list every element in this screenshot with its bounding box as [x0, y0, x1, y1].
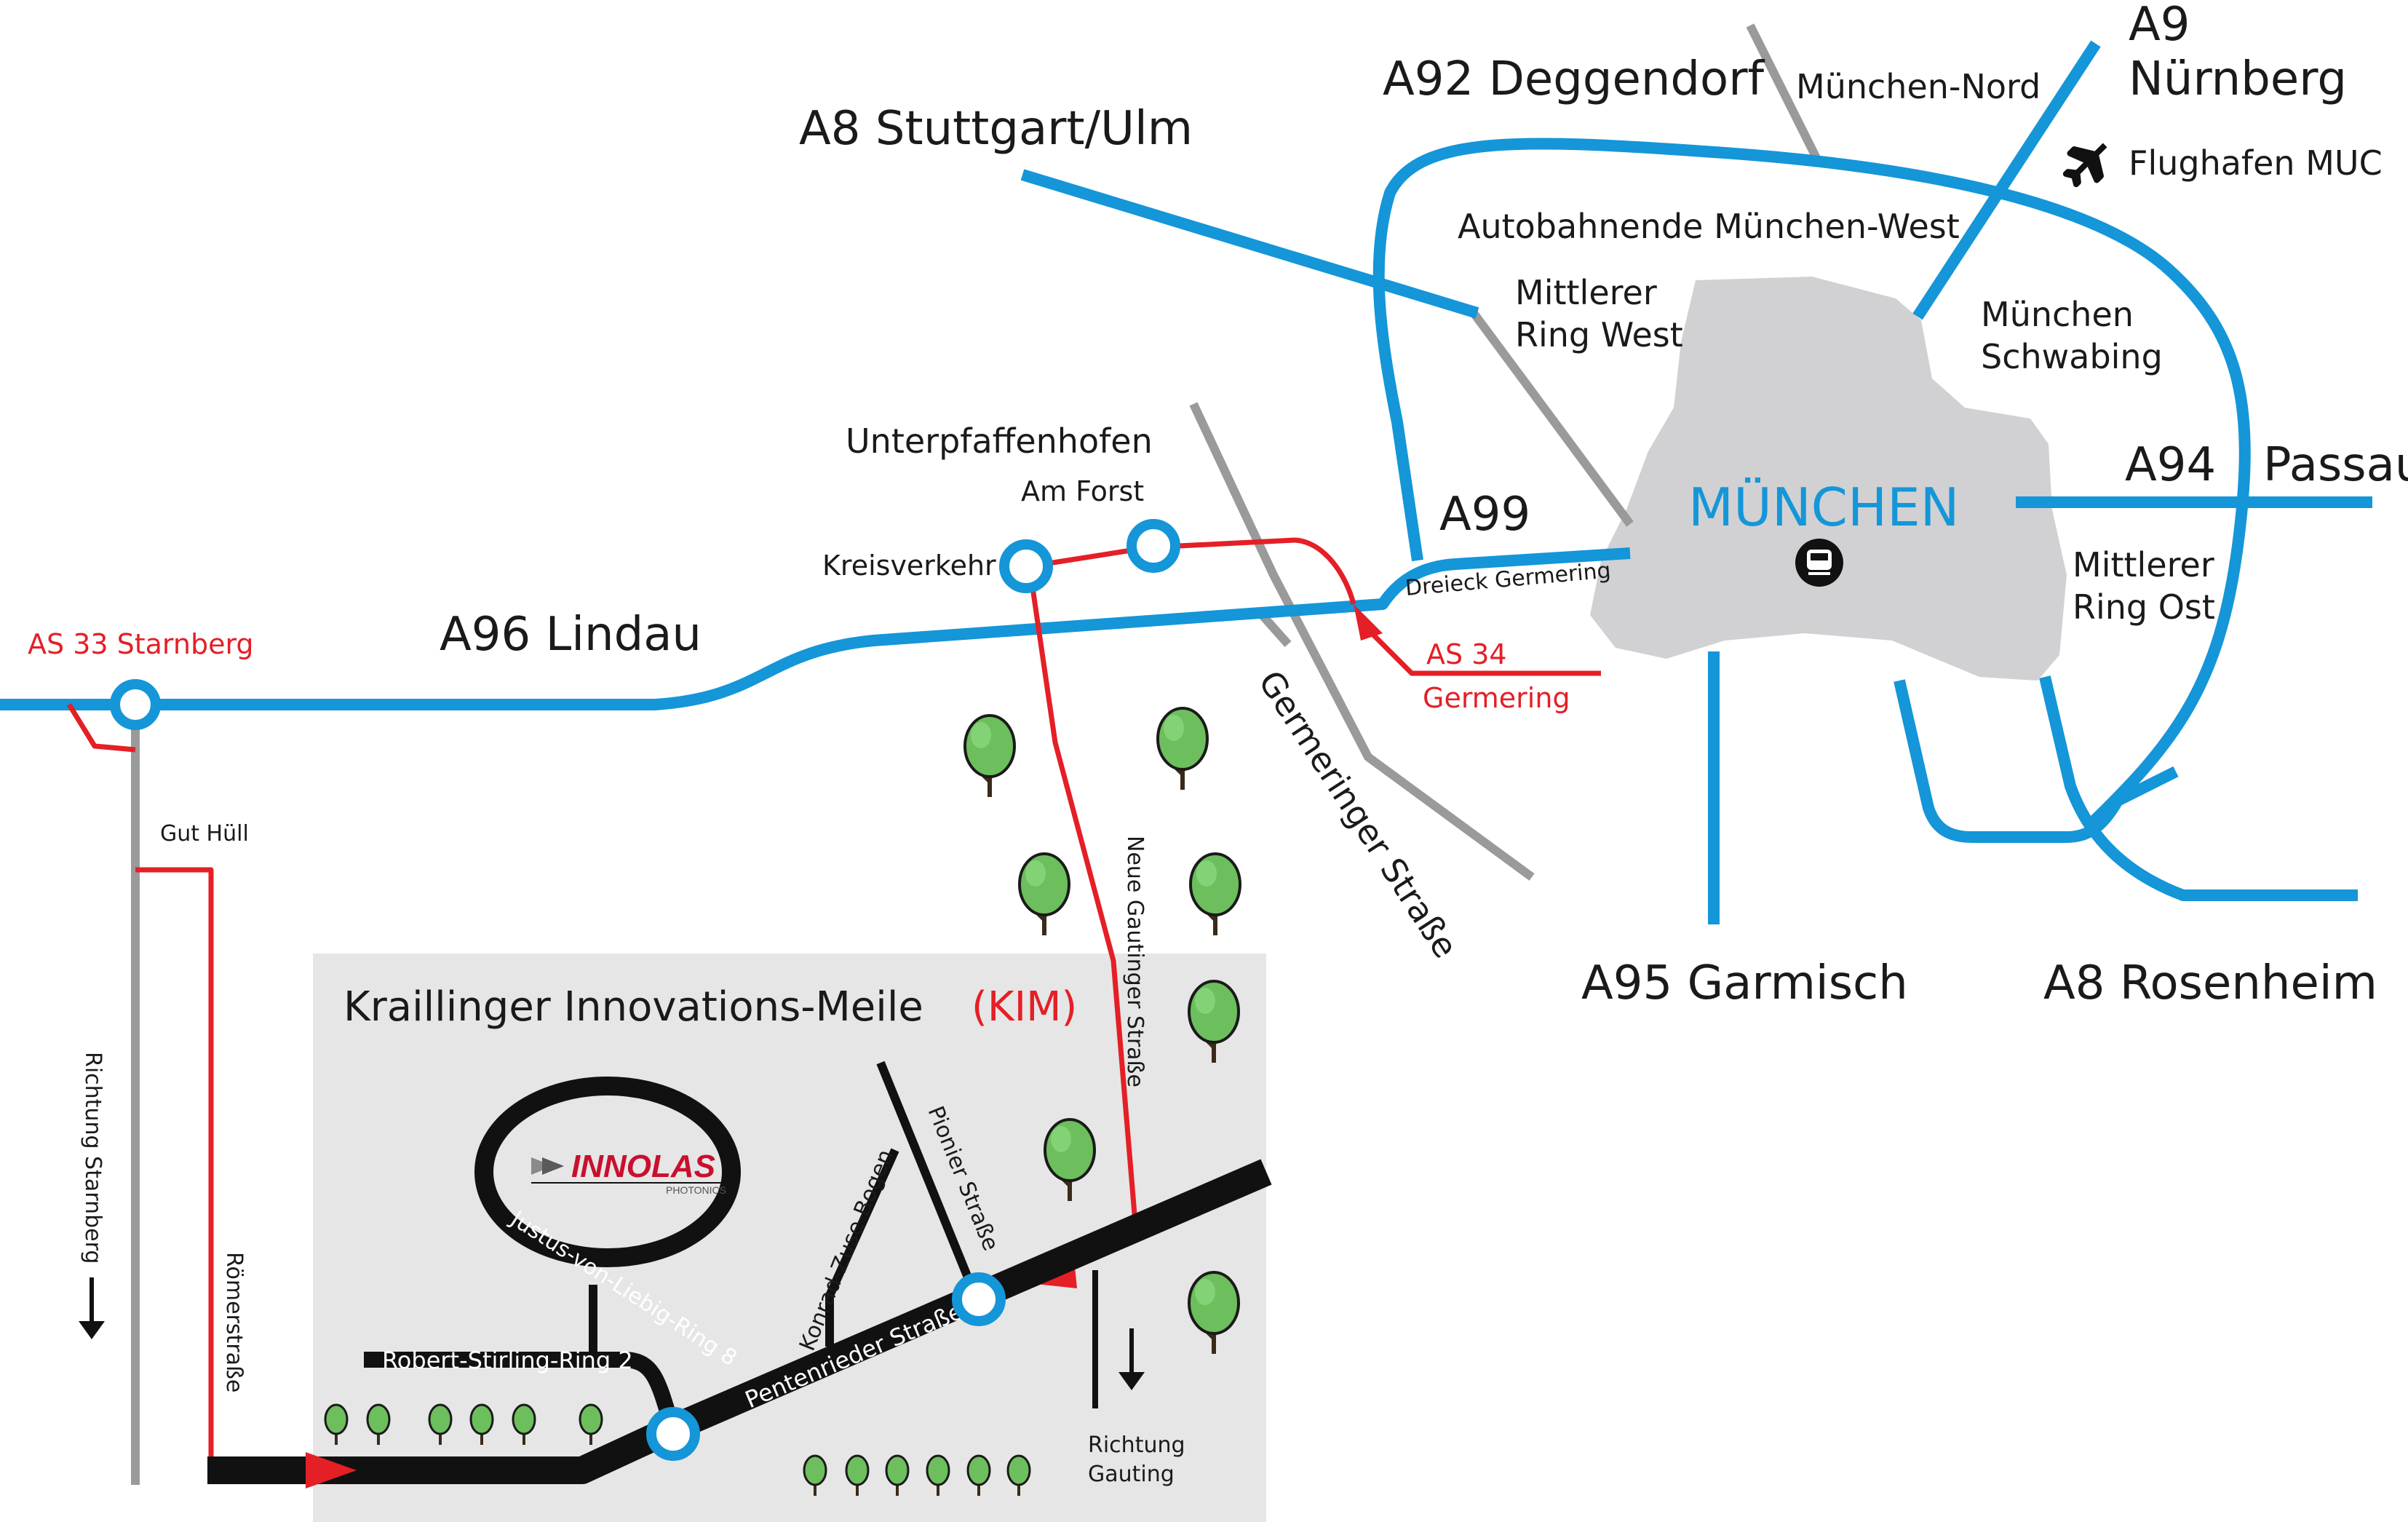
richtung-gauting-label-2: Gauting	[1088, 1462, 1175, 1487]
as34-label: AS 34	[1426, 638, 1507, 670]
a8-west-label: A8 Stuttgart/Ulm	[799, 102, 1193, 156]
roemer-label: Römerstraße	[221, 1252, 247, 1392]
gut-hull-label: Gut Hüll	[160, 821, 249, 847]
flughafen-label: Flughafen MUC	[2129, 143, 2383, 183]
a8-east-line	[1894, 679, 2179, 843]
am-forst-label: Am Forst	[1021, 475, 1144, 507]
robert-stirling-label: Robert-Stirling-Ring 2	[382, 1347, 633, 1374]
as34-label-b: Germering	[1423, 682, 1570, 714]
muenchen-nord-label: München-Nord	[1796, 67, 2041, 106]
kim-title-abbr: (KIM)	[971, 983, 1077, 1031]
a94-dest-label: Passau	[2263, 438, 2408, 492]
route-entry-arrow-icon	[306, 1452, 357, 1489]
muenchen-city-area	[1590, 277, 2067, 681]
a94-label: A94	[2125, 438, 2216, 492]
a8-east-label: A8 Rosenheim	[2043, 956, 2377, 1010]
as33-interchange	[110, 679, 161, 730]
city-label: MÜNCHEN	[1688, 477, 1959, 538]
schwabing-label-2: Schwabing	[1981, 337, 2163, 376]
mittlerer-ring-west-label-2: Ring West	[1515, 315, 1683, 354]
richtung-starnberg-arrow-icon	[79, 1277, 105, 1339]
minor-roads	[131, 23, 1824, 1485]
richtung-gauting-arrow-icon	[1118, 1328, 1145, 1390]
autobahnende-label: Autobahnende München-West	[1458, 207, 1960, 246]
logo-brand: INNOLAS	[571, 1149, 715, 1184]
a9-dest-label: Nürnberg	[2129, 52, 2347, 106]
schwabing-label-1: München	[1981, 295, 2134, 334]
highways-network	[0, 40, 2372, 924]
airplane-icon	[2062, 143, 2107, 188]
unterpfaffenhofen-label: Unterpfaffenhofen	[846, 421, 1153, 461]
kim-title: Kraillinger Innovations-Meile	[343, 983, 923, 1031]
main-roundabout	[646, 1407, 700, 1461]
neue-gautinger-label: Neue Gautinger Straße	[1122, 836, 1148, 1087]
train-station-icon	[1795, 539, 1843, 587]
am-forst-roundabout	[1126, 519, 1180, 573]
innolas-logo: INNOLAS PHOTONICS	[531, 1149, 726, 1196]
a99-label: A99	[1439, 488, 1530, 542]
mittlerer-ring-west-label-1: Mittlerer	[1515, 273, 1657, 312]
a95-label: A95 Garmisch	[1581, 956, 1908, 1010]
kreisverkehr-label: Kreisverkehr	[822, 550, 996, 582]
mittlerer-ring-ost-label-1: Mittlerer	[2073, 545, 2214, 584]
interchange-markers	[110, 519, 1180, 1461]
as33-label: AS 33 Starnberg	[28, 628, 254, 660]
justus-ring-road	[474, 1077, 741, 1267]
a96-label: A96 Lindau	[440, 608, 702, 662]
mittlerer-ring-ost-label-2: Ring Ost	[2073, 587, 2215, 627]
kreisverkehr-roundabout	[999, 539, 1053, 593]
logo-sub: PHOTONICS	[666, 1184, 726, 1196]
pionier-roundabout	[952, 1272, 1006, 1326]
a92-label: A92 Deggendorf	[1383, 52, 1765, 106]
a8-west-line	[1020, 169, 1479, 319]
ring-line	[1372, 138, 2251, 831]
richtung-gauting-label-1: Richtung	[1088, 1432, 1185, 1458]
a96-line	[0, 547, 1631, 710]
a9-line	[1912, 40, 2101, 320]
richtung-starnberg-label: Richtung Starnberg	[80, 1052, 106, 1264]
arrow-as34-head	[1354, 604, 1383, 641]
a9-label: A9	[2129, 0, 2190, 52]
